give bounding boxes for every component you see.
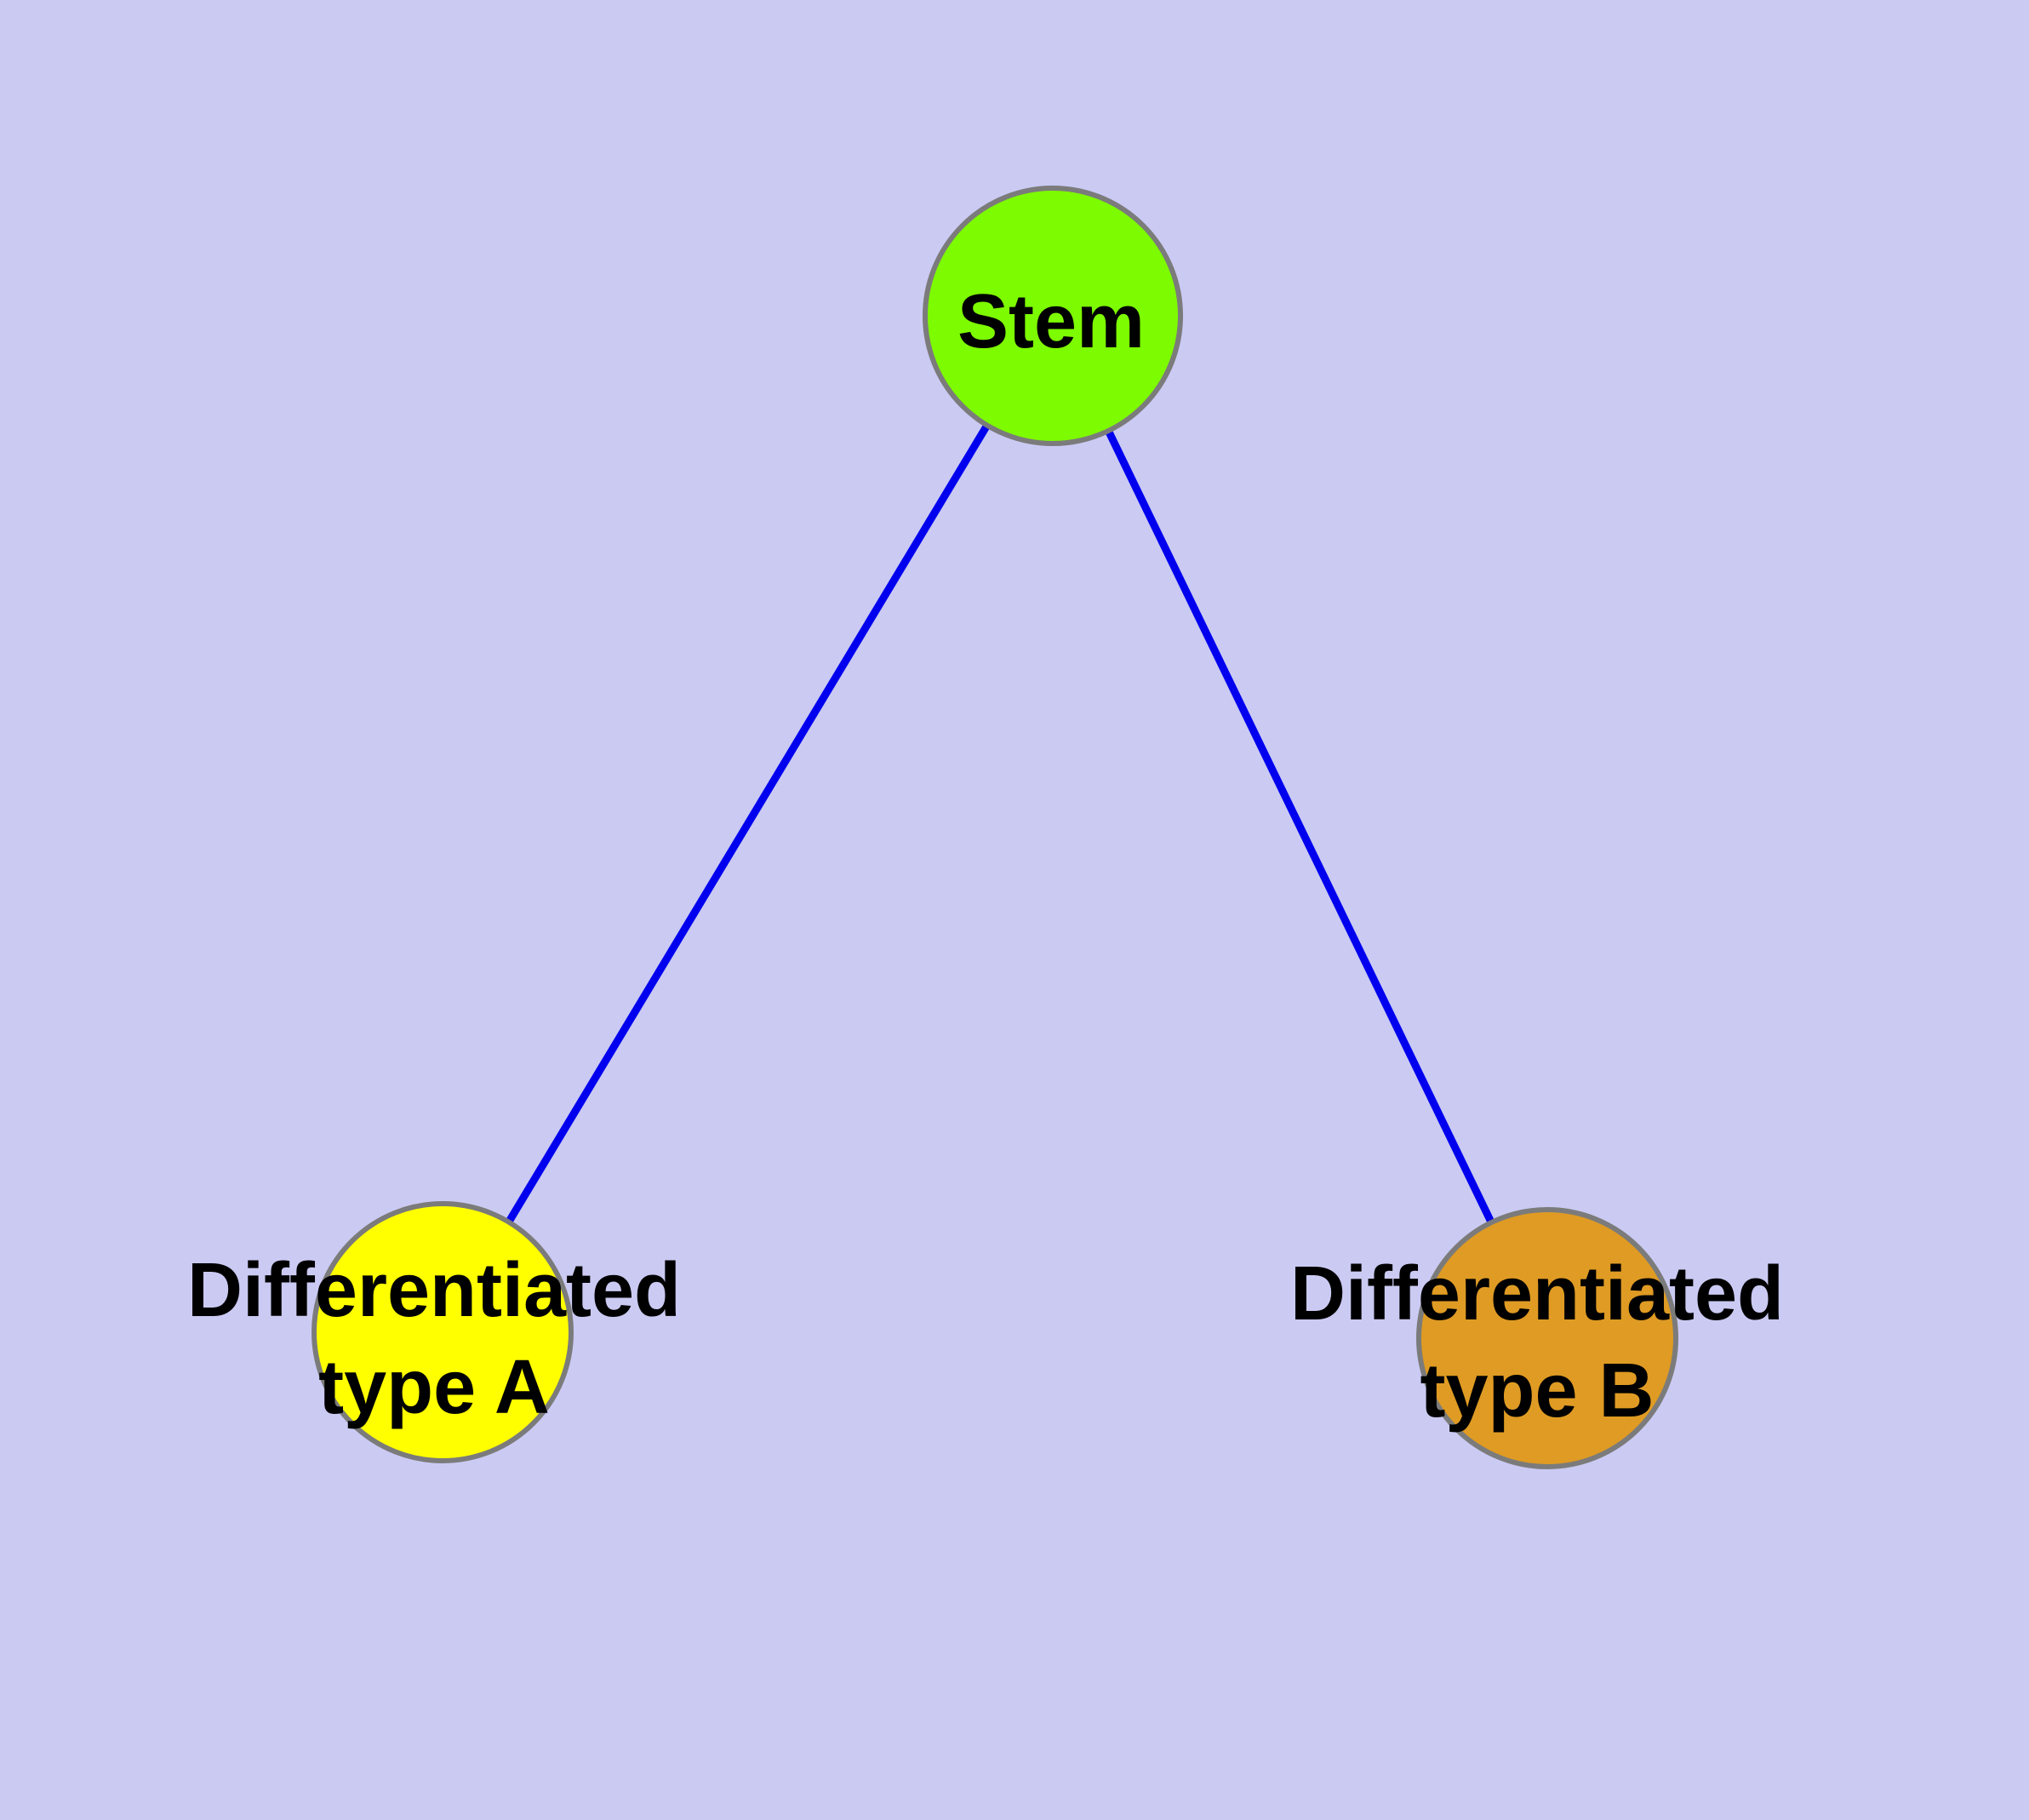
- node-stem-label: Stem: [957, 279, 1145, 364]
- node-typeB-label-line1: Differentiated: [1290, 1251, 1784, 1336]
- node-stem: [923, 186, 1183, 446]
- node-differentiated-type-a: [311, 1201, 574, 1463]
- edge-stem-to-typeA: [439, 313, 1056, 1335]
- node-typeB-label-line2: type B: [1420, 1348, 1654, 1434]
- node-typeA-label-line1: Differentiated: [187, 1248, 681, 1333]
- node-typeA-label-line2: type A: [318, 1345, 550, 1430]
- edge-stem-to-typeB: [1049, 314, 1552, 1340]
- node-differentiated-type-b: [1416, 1207, 1678, 1469]
